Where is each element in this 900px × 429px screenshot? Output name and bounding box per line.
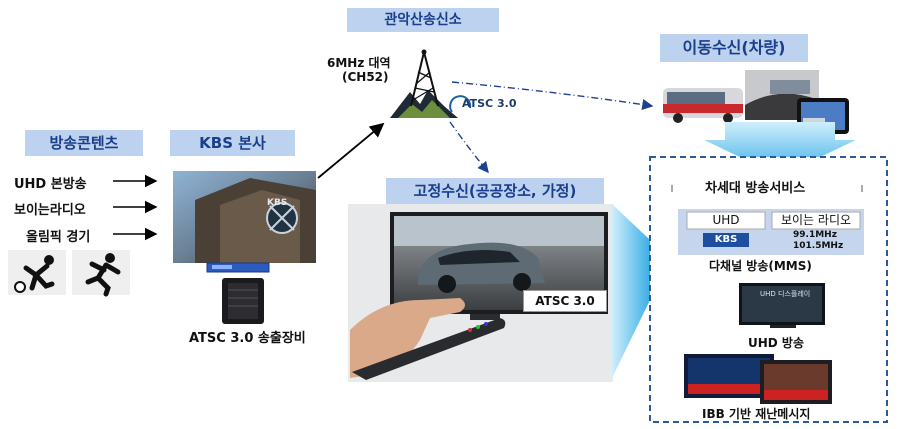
uhd-screen-caption: UHD 디스플레이 [760, 290, 811, 298]
ibb-label: IBB 기반 재난메시지 [702, 407, 811, 421]
arrow-hq-to-tower [317, 122, 385, 179]
arrow-tower-to-fixed [449, 121, 489, 174]
content-item-uhd: UHD 본방송 [14, 177, 87, 192]
mobile-header: 이동수신(차량) [660, 34, 808, 62]
transmitter-tower-icon [390, 49, 458, 118]
atsc-equipment-image [206, 262, 270, 324]
services-title: 차세대 방송서비스 [705, 181, 806, 196]
mms-label: 다채널 방송(MMS) [709, 259, 812, 273]
station-header: 관악산송신소 [347, 8, 499, 32]
uhd-tv-image [739, 283, 825, 328]
funnel-horizontal [612, 204, 650, 378]
fixed-header: 고정수신(공공장소, 가정) [386, 178, 604, 204]
runner-pictogram-icon [72, 250, 130, 297]
uhd-tag: UHD [712, 213, 740, 227]
band-label: 6MHz 대역 [327, 56, 391, 70]
radio-tag: 보이는 라디오 [780, 213, 852, 227]
hq-building-sign: KBS [267, 198, 288, 208]
atsc-logo-icon [449, 95, 472, 113]
kbs-hq-building-image [173, 171, 316, 263]
content-item-radio: 보이는라디오 [14, 203, 86, 218]
freq-2: 101.5MHz [793, 241, 844, 251]
soccer-pictogram-icon [8, 250, 66, 295]
content-item-olympic: 올림픽 경기 [26, 230, 91, 245]
radio-tag-box [771, 211, 861, 230]
kbs-logo-box [703, 233, 749, 247]
funnel-vertical [704, 122, 856, 176]
arrow-tower-to-vehicle [451, 81, 654, 111]
freq-1: 99.1MHz [793, 230, 837, 240]
channel-label: (CH52) [342, 70, 389, 84]
tv-atsc-badge: ATSC 3.0 [523, 290, 607, 312]
hq-header: KBS 본사 [170, 130, 295, 156]
contents-header: 방송콘텐츠 [25, 130, 143, 156]
atsc-logo-label: ATSC 3.0 [462, 97, 517, 110]
kbs-logo: KBS [714, 234, 738, 245]
equipment-label: ATSC 3.0 송출장비 [189, 331, 306, 346]
ibb-screens-image [684, 354, 832, 404]
bus-image [663, 88, 743, 123]
uhd-tag-box [686, 211, 766, 230]
uhd-label: UHD 방송 [748, 336, 805, 350]
